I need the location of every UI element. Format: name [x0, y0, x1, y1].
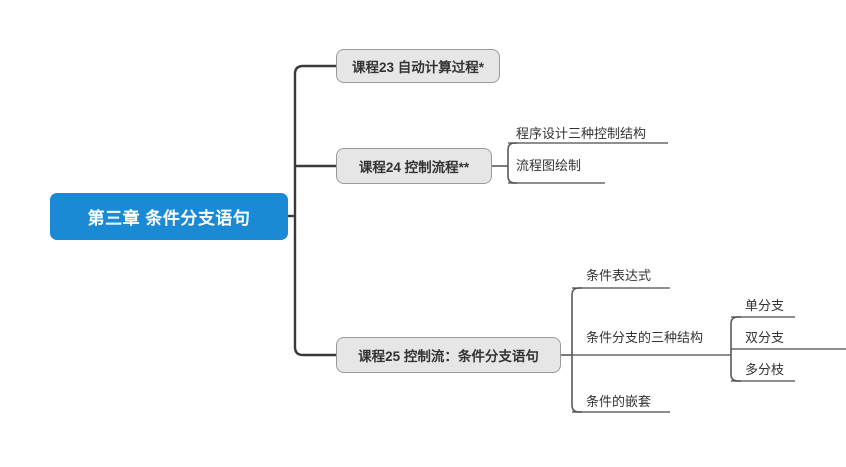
node-c24-child-2[interactable]: 流程图绘制 — [516, 158, 581, 177]
root-node[interactable]: 第三章 条件分支语句 — [50, 193, 288, 240]
node-c25-child-3[interactable]: 条件的嵌套 — [586, 394, 651, 413]
node-course-24[interactable]: 课程24 控制流程** — [336, 148, 492, 184]
node-branch-multi-label: 多分枝 — [745, 362, 785, 377]
node-c25-child-1-label: 条件表达式 — [586, 268, 652, 283]
node-course-24-label: 课程24 控制流程** — [358, 160, 470, 175]
node-branch-double[interactable]: 双分支 — [745, 330, 784, 349]
node-c24-child-2-label: 流程图绘制 — [516, 158, 582, 173]
node-course-23-label: 课程23 自动计算过程* — [351, 60, 485, 75]
node-c25-child-1[interactable]: 条件表达式 — [586, 268, 651, 287]
node-c24-child-1-label: 程序设计三种控制结构 — [516, 126, 647, 141]
node-branch-multi[interactable]: 多分枝 — [745, 362, 784, 381]
node-course-25[interactable]: 课程25 控制流：条件分支语句 — [336, 337, 561, 373]
node-c25-child-3-label: 条件的嵌套 — [586, 394, 652, 409]
node-branch-single-label: 单分支 — [745, 298, 785, 313]
node-branch-double-label: 双分支 — [745, 330, 785, 345]
node-c25-child-2-label: 条件分支的三种结构 — [586, 330, 704, 345]
node-c25-child-2[interactable]: 条件分支的三种结构 — [586, 330, 703, 349]
node-c24-child-1[interactable]: 程序设计三种控制结构 — [516, 126, 646, 145]
node-course-23[interactable]: 课程23 自动计算过程* — [336, 49, 500, 83]
node-branch-single[interactable]: 单分支 — [745, 298, 784, 317]
node-course-25-label: 课程25 控制流：条件分支语句 — [358, 349, 539, 364]
root-node-label: 第三章 条件分支语句 — [87, 209, 251, 228]
